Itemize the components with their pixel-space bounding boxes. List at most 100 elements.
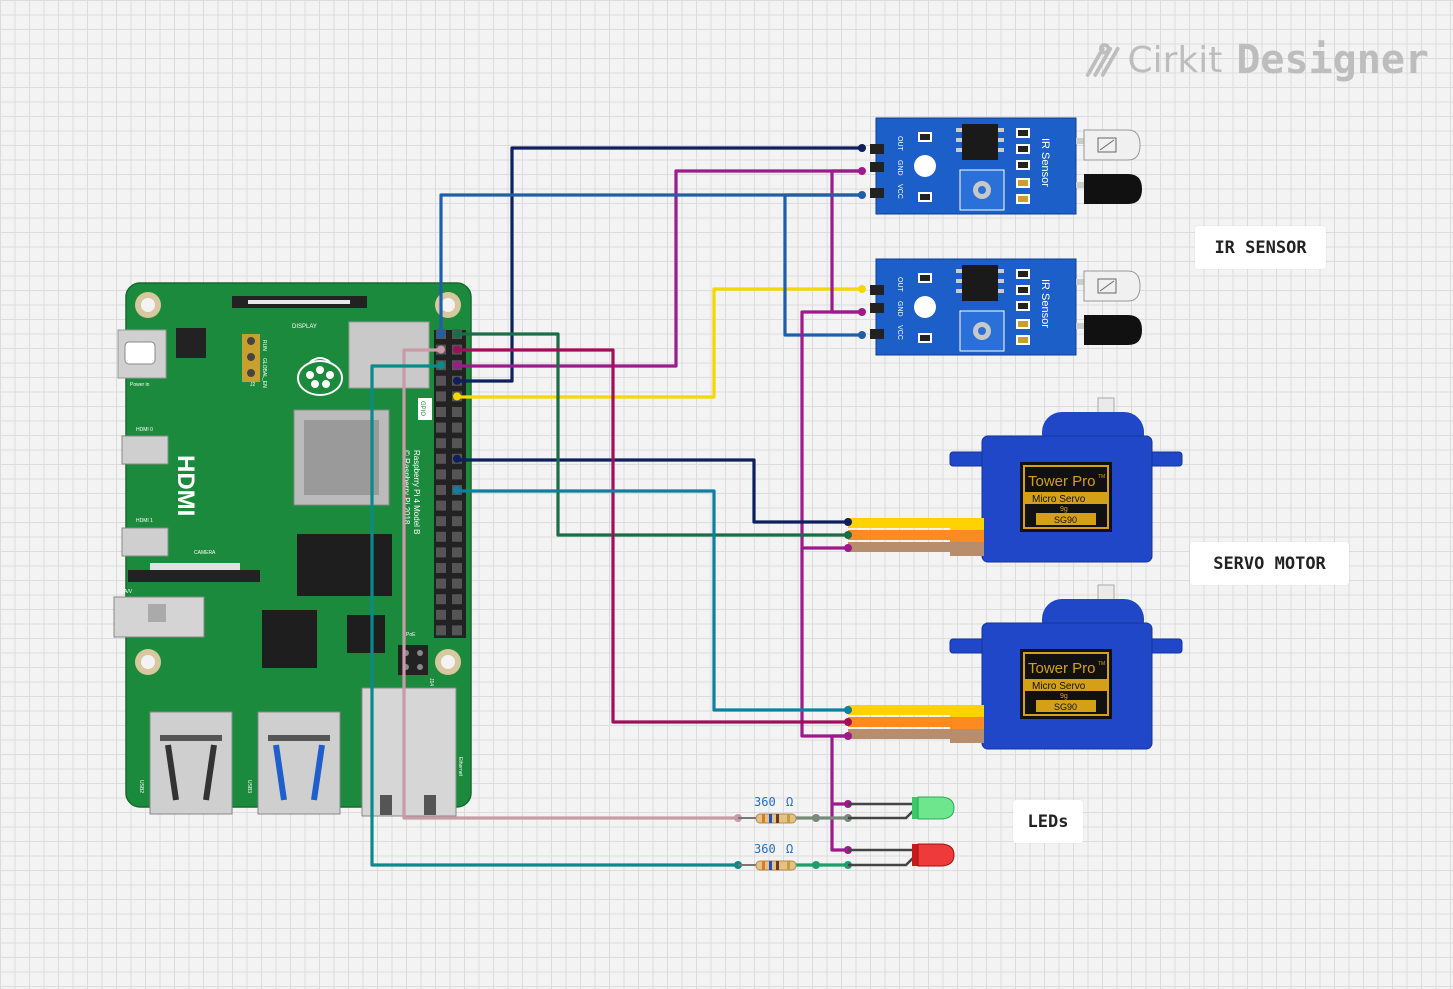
gpio-pin[interactable] — [452, 407, 462, 417]
servo-1-cable — [848, 518, 984, 552]
wire-endpoints — [734, 144, 866, 869]
gpio-pin[interactable] — [436, 375, 446, 386]
servo2-part: SG90 — [1054, 702, 1077, 712]
servo1-weight: 9g — [1060, 506, 1068, 513]
ir2-pin-gnd: GND — [896, 301, 903, 317]
copyright-label: © Raspberry Pi 2018 — [402, 450, 411, 525]
j14-label: J14 — [428, 678, 434, 686]
ir-sensor-2-pins — [870, 285, 884, 339]
gpio-pin[interactable] — [452, 516, 462, 527]
usb3-label: USB3 — [246, 780, 252, 793]
gpio-pin[interactable] — [452, 422, 462, 433]
hdmi1-port — [121, 527, 169, 557]
wire-navy-ir1-out — [457, 146, 862, 383]
gpio-pin[interactable] — [436, 578, 446, 589]
display-label: DISPLAY — [292, 324, 317, 330]
usb2-label: USB2 — [138, 780, 144, 793]
ethernet-port — [361, 687, 457, 817]
mounting-holes — [135, 292, 461, 675]
gpio-pin[interactable] — [436, 469, 446, 480]
servo-motor-2[interactable]: Tower Pro TM Micro Servo 9g SG90 — [949, 584, 1183, 750]
ir-sensor-2[interactable]: OUT GND VCC IR Sensor — [870, 258, 1142, 356]
j2-label: J2 — [250, 382, 256, 388]
hdmi-label: HDMI — [172, 455, 199, 516]
gpio-pin[interactable] — [452, 625, 462, 636]
led-red[interactable] — [848, 843, 955, 867]
gpio-pin[interactable] — [436, 594, 446, 605]
label-servo-motor[interactable]: SERVO MOTOR — [1190, 542, 1349, 585]
ir-sensor-1[interactable]: OUT GND VCC IR Sensor — [870, 117, 1142, 215]
raspberry-pi-board[interactable]: DISPLAY Power in RUN GLOBAL_EN J2 H — [113, 282, 472, 817]
ir2-pin-vcc: VCC — [896, 325, 903, 340]
servo1-tm: TM — [1098, 474, 1105, 480]
gpio-pin[interactable] — [452, 563, 462, 573]
label-ir-sensor[interactable]: IR SENSOR — [1195, 226, 1326, 269]
gpio-pin[interactable] — [436, 422, 446, 433]
gpio-pin[interactable] — [452, 531, 462, 542]
gpio-pin[interactable] — [436, 485, 446, 495]
wire-maroon-servo2-power — [457, 348, 848, 724]
wires[interactable] — [370, 146, 862, 867]
wifi-module — [348, 321, 430, 389]
wire-purple-servo-gnd — [800, 310, 862, 550]
gpio-pin[interactable] — [452, 578, 462, 589]
gpio-pin[interactable] — [436, 625, 446, 636]
wire-blue-ir1-vcc — [439, 193, 862, 334]
gpio-pin[interactable] — [436, 609, 446, 620]
power-label: Power in — [130, 382, 150, 388]
gpio-pin[interactable] — [452, 469, 462, 480]
ir-sensor-1-pins — [870, 144, 884, 198]
usb3-port — [257, 711, 341, 815]
wire-purple-led-gnd — [830, 734, 848, 852]
logo-text-designer: Designer — [1236, 37, 1429, 83]
resistor-2-unit: Ω — [786, 842, 793, 856]
resistor-1-value: 360 — [754, 795, 776, 809]
hdmi1-label: HDMI 1 — [136, 518, 153, 524]
ir2-title: IR Sensor — [1039, 279, 1051, 328]
led-green[interactable] — [848, 796, 955, 820]
usb2-port — [149, 711, 233, 815]
gpio-pin[interactable] — [436, 453, 446, 464]
gpio-pin[interactable] — [436, 407, 446, 417]
gpio-pin[interactable] — [452, 609, 462, 620]
wire-blue-vcc-bus — [783, 193, 862, 337]
resistor-2[interactable]: 360 Ω — [738, 842, 797, 871]
gpio-pin[interactable] — [452, 594, 462, 605]
logo-text-cirkit: Cirkit — [1127, 39, 1223, 81]
resistor-1[interactable]: 360 Ω — [738, 795, 797, 824]
raspberry-pi-logo-icon — [297, 357, 343, 396]
wire-teal-servo2-signal — [457, 489, 848, 712]
wire-cyan-led2 — [370, 364, 738, 867]
gpio-pin[interactable] — [436, 516, 446, 527]
ram-chip — [297, 534, 392, 596]
ir1-pin-vcc: VCC — [896, 184, 903, 199]
gpio-pin[interactable] — [436, 391, 446, 402]
ir1-pin-out: OUT — [896, 136, 903, 152]
gpio-pin[interactable] — [436, 531, 446, 542]
gpio-pin[interactable] — [452, 500, 462, 511]
chip-small — [176, 328, 206, 358]
wire-purple-servo2-gnd — [800, 548, 848, 738]
camera-label: CAMERA — [194, 550, 216, 556]
servo-motor-1[interactable]: Tower Pro TM Micro Servo 9g SG90 — [949, 397, 1183, 563]
gpio-pin[interactable] — [452, 438, 462, 449]
resistor-1-unit: Ω — [786, 795, 793, 809]
usb-controller-chip — [262, 610, 317, 668]
label-leds[interactable]: LEDs — [1013, 800, 1083, 843]
av-label: A/V — [124, 589, 133, 595]
servo1-brand: Tower Pro — [1028, 473, 1096, 490]
wire-pink-led1 — [402, 348, 738, 820]
gpio-pin[interactable] — [436, 438, 446, 449]
gpio-pin[interactable] — [436, 500, 446, 511]
ir1-title: IR Sensor — [1039, 138, 1051, 187]
gpio-pin[interactable] — [436, 547, 446, 558]
wire-purple-gnd-bus — [830, 169, 862, 314]
servo1-part: SG90 — [1054, 515, 1077, 525]
cirkit-logo-icon — [1085, 43, 1120, 77]
poe-label: PoE — [406, 632, 416, 638]
gpio-pin[interactable] — [436, 563, 446, 573]
servo1-model: Micro Servo — [1032, 494, 1086, 505]
gpio-pin[interactable] — [452, 547, 462, 558]
wire-yellow-ir2-out — [457, 287, 862, 399]
